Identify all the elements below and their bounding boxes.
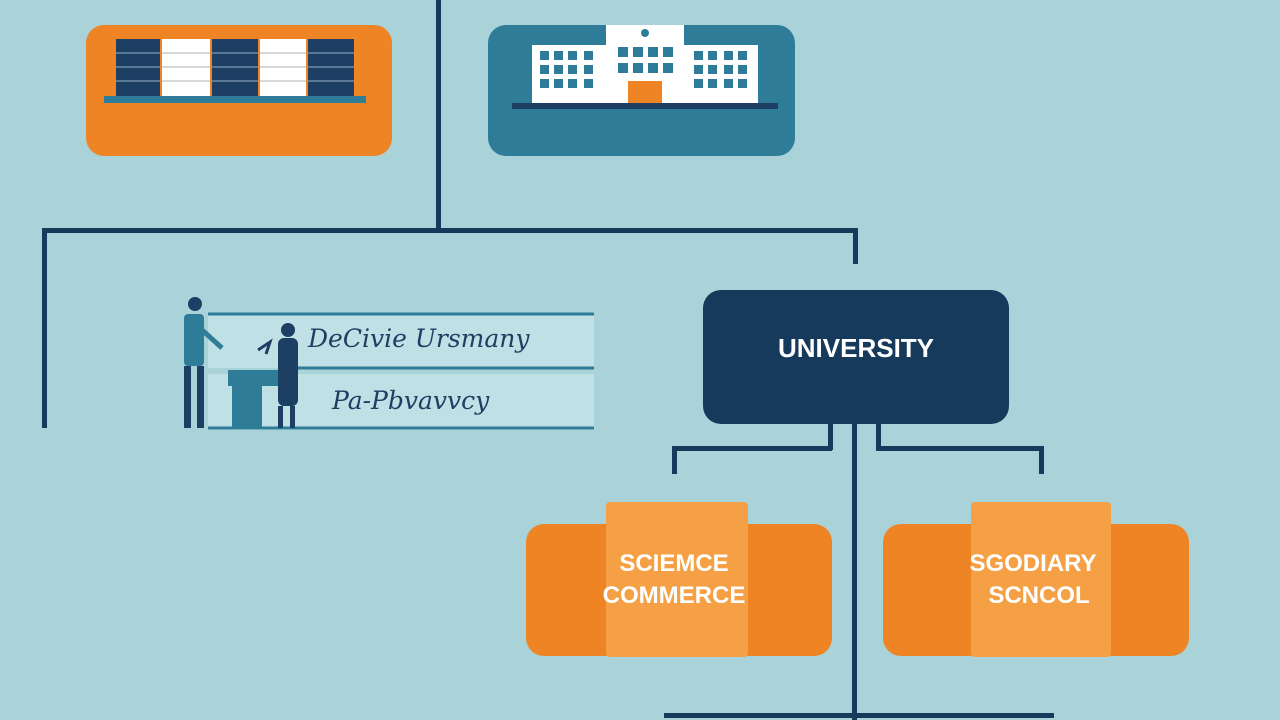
secondary-school-line-1: SGODIARY bbox=[969, 550, 1097, 577]
connector-right-drop bbox=[853, 228, 858, 264]
university-node: UNIVERSITY bbox=[703, 290, 1009, 424]
library-node bbox=[86, 25, 392, 156]
connector-right-branch-horizontal bbox=[876, 446, 1044, 451]
bookshelf-icon bbox=[104, 39, 366, 103]
science-commerce-tab bbox=[606, 502, 748, 657]
connector-right-branch-up bbox=[876, 420, 881, 450]
secondary-school-node: SGODIARY SCNCOL bbox=[883, 502, 1189, 657]
connector-top-vertical bbox=[436, 0, 441, 232]
teaching-line-1: DeCivie Ursmany bbox=[308, 324, 530, 353]
teaching-line-2: Pa-Pbvavvcy bbox=[332, 386, 490, 415]
school-building-icon bbox=[512, 25, 778, 109]
science-commerce-line-1: SCIEMCE bbox=[619, 550, 729, 577]
university-label: UNIVERSITY bbox=[777, 333, 935, 363]
campus-node bbox=[488, 25, 795, 156]
science-commerce-line-2: COMMERCE bbox=[602, 582, 746, 609]
teacher-student-icon bbox=[184, 297, 594, 430]
connector-left-branch-drop bbox=[672, 446, 677, 474]
connector-left-drop bbox=[42, 228, 47, 428]
science-commerce-node: SCIEMCE COMMERCE bbox=[526, 502, 832, 657]
connector-right-branch-drop bbox=[1039, 446, 1044, 474]
secondary-school-line-2: SCNCOL bbox=[988, 582, 1090, 609]
secondary-school-tab bbox=[971, 502, 1111, 657]
connector-left-branch-horizontal bbox=[672, 446, 832, 451]
connector-top-horizontal bbox=[42, 228, 858, 233]
connector-university-trunk bbox=[852, 420, 857, 720]
connector-bottom-horizontal bbox=[664, 713, 1054, 718]
teaching-node: DeCivie Ursmany Pa-Pbvavvcy bbox=[170, 290, 600, 440]
connector-left-branch-up bbox=[828, 420, 833, 450]
